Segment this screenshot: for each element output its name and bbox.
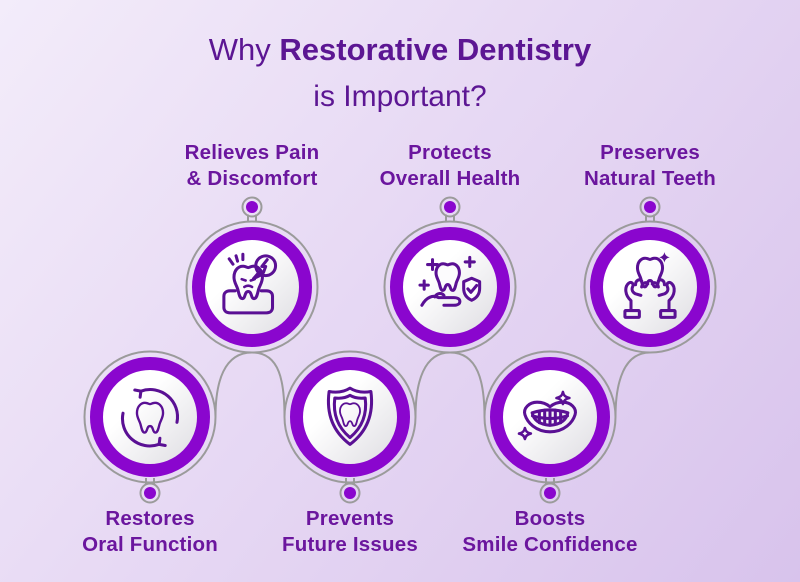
node-protects-overall-health bbox=[390, 227, 510, 347]
title-emphasis: Restorative Dentistry bbox=[279, 32, 592, 67]
connector-dot-bottom-2 bbox=[339, 478, 361, 504]
node-prevents-future-issues bbox=[290, 357, 410, 477]
smile-sparkle-icon bbox=[517, 390, 577, 441]
title-line-2: is Important? bbox=[313, 79, 487, 113]
title-regular: Why bbox=[208, 32, 271, 67]
connector-dot-top-3 bbox=[639, 196, 661, 222]
tooth-hand-shield-icon bbox=[418, 255, 482, 307]
hand-left bbox=[623, 278, 650, 319]
node-boosts-smile-confidence bbox=[490, 357, 610, 477]
connector-dot-top-2 bbox=[439, 196, 461, 222]
page-title: Why Restorative Dentistry is Important? bbox=[0, 27, 800, 119]
node-restores-oral-function bbox=[90, 357, 210, 477]
connector-arch-3 bbox=[614, 351, 651, 418]
title-line-1: Why Restorative Dentistry bbox=[0, 27, 800, 74]
connector-dot-bottom-3 bbox=[539, 478, 561, 504]
connector-arch-2 bbox=[414, 351, 486, 418]
node-preserves-natural-teeth bbox=[590, 227, 710, 347]
connector-dot-top-1 bbox=[241, 196, 263, 222]
hands-holding-tooth-icon bbox=[623, 252, 677, 319]
tooth-shield-icon bbox=[326, 386, 374, 446]
item-label-relieves-pain: Relieves Pain& Discomfort bbox=[184, 141, 320, 190]
tooth-pain-icon bbox=[222, 252, 278, 315]
node-relieves-pain bbox=[192, 227, 312, 347]
tooth-refresh-icon bbox=[120, 388, 180, 448]
connector-dot-bottom-1 bbox=[139, 478, 161, 504]
connector-arch-1 bbox=[214, 351, 286, 418]
